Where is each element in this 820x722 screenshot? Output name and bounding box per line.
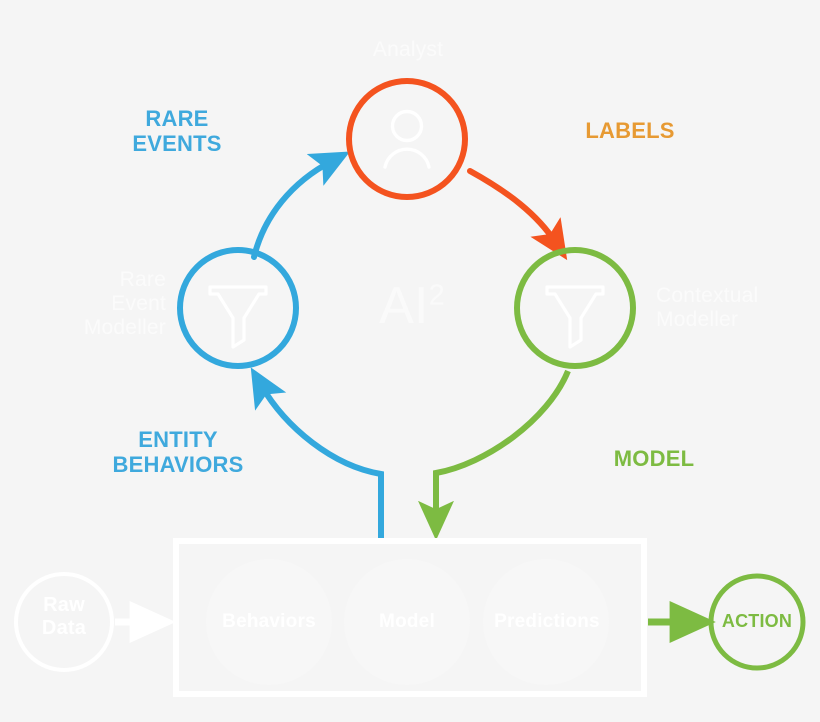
pipeline-box <box>173 538 647 697</box>
center-label-ai-squared: AI2 <box>352 277 472 336</box>
stage-disc-model <box>344 559 470 685</box>
pipeline-stage-label-model: Model <box>379 611 435 632</box>
center-label-base: AI <box>379 277 429 335</box>
center-label-superscript: 2 <box>428 279 445 312</box>
edge-label-entity-behaviors: ENTITY BEHAVIORS <box>112 427 244 478</box>
node-label-rare-event-modeller: Rare Event Modeller <box>83 268 166 339</box>
edge-label-labels: LABELS <box>585 118 675 143</box>
pipeline-stage-label-behaviors: Behaviors <box>222 611 316 632</box>
person-icon <box>383 109 431 169</box>
edge-label-rare-events: RARE EVENTS <box>132 106 222 157</box>
node-rare-event-modeller-ring[interactable] <box>177 247 299 369</box>
pipeline-output-label-action: ACTION <box>721 611 793 631</box>
edge-labels <box>467 168 568 261</box>
edge-label-model: MODEL <box>613 446 695 471</box>
pipeline-source-label: Raw Data <box>41 594 87 639</box>
funnel-icon-right <box>545 285 605 349</box>
edge-entity-behaviors <box>250 367 384 538</box>
node-action-ring[interactable] <box>708 573 806 671</box>
node-raw-data-ring[interactable] <box>14 572 114 672</box>
node-label-contextual-modeller: Contextual Modeller <box>656 284 759 331</box>
funnel-icon-left <box>208 285 268 349</box>
stage-disc-predictions <box>483 559 609 685</box>
pipeline-stage-label-predictions: Predictions <box>494 611 600 632</box>
edge-model <box>418 369 571 541</box>
stage-disc-behaviors <box>206 559 332 685</box>
node-analyst-ring[interactable] <box>346 78 468 200</box>
node-contextual-modeller-ring[interactable] <box>514 247 636 369</box>
edge-rare-events <box>251 151 351 260</box>
node-label-analyst: Analyst <box>372 38 444 61</box>
